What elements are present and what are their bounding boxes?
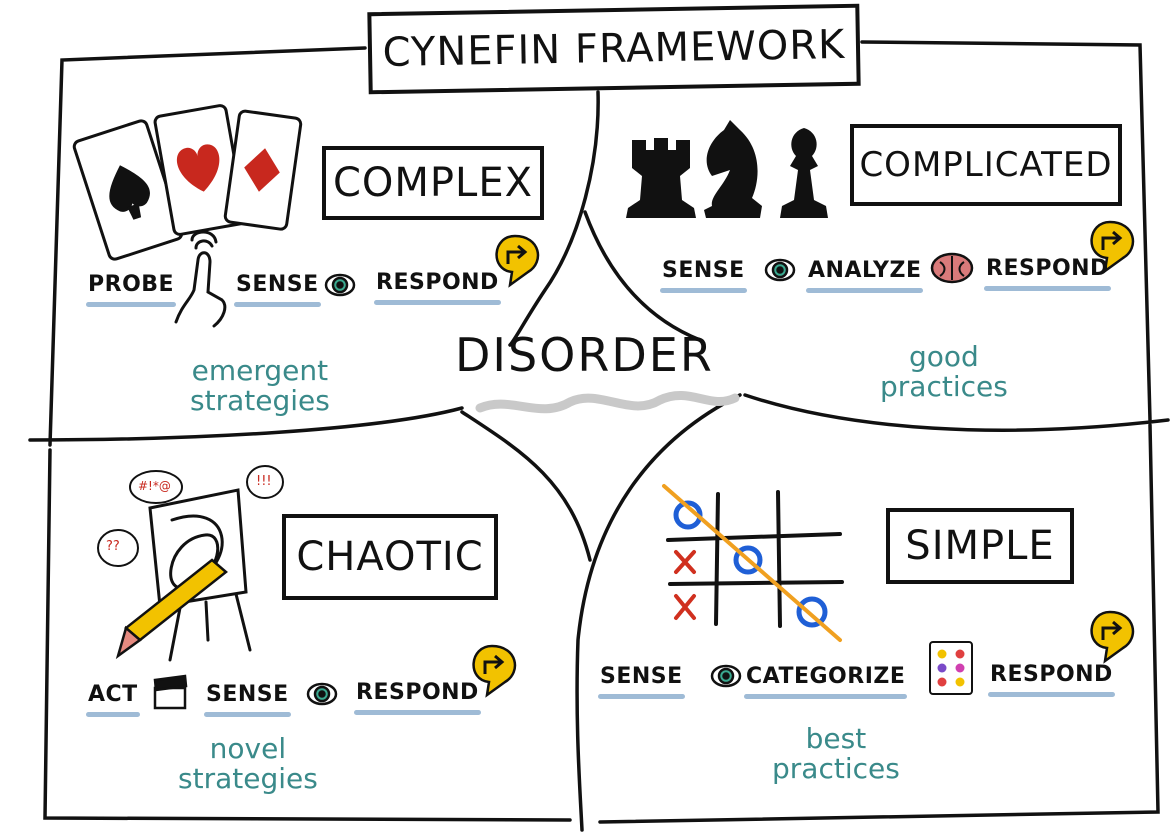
brain-icon bbox=[930, 252, 974, 284]
respond-arrow-icon bbox=[472, 644, 517, 698]
simple-title: SIMPLE bbox=[886, 508, 1074, 584]
disorder-label: DISORDER bbox=[455, 328, 714, 382]
simple-note: best practices bbox=[772, 722, 900, 785]
speech-bubble-text-3: ?? bbox=[106, 539, 120, 554]
color-palette-icon bbox=[929, 641, 973, 695]
speech-bubble-icons bbox=[97, 465, 284, 567]
playing-cards-icon bbox=[72, 104, 303, 261]
speech-bubble-text-2: !!! bbox=[256, 474, 272, 489]
complicated-note: good practices bbox=[880, 340, 1008, 403]
respond-arrow-icon bbox=[1090, 610, 1135, 664]
respond-arrow-icon bbox=[1090, 220, 1135, 274]
eye-icon bbox=[764, 258, 796, 282]
eye-icon bbox=[324, 273, 356, 297]
chaotic-easel-icon bbox=[148, 488, 252, 662]
chaotic-step-act: ACT bbox=[86, 682, 140, 717]
simple-step-respond: RESPOND bbox=[988, 662, 1115, 697]
pointing-finger-icon bbox=[174, 230, 227, 328]
divider-lines bbox=[28, 90, 1170, 832]
complex-step-probe: PROBE bbox=[86, 272, 177, 307]
complicated-step-analyze: ANALYZE bbox=[806, 258, 924, 293]
chaotic-step-sense: SENSE bbox=[204, 682, 291, 717]
respond-arrow-icon bbox=[495, 234, 540, 288]
chaotic-title: CHAOTIC bbox=[282, 514, 498, 600]
complex-step-respond: RESPOND bbox=[374, 270, 501, 305]
chess-pieces-icon bbox=[626, 120, 828, 218]
complicated-title: COMPLICATED bbox=[850, 124, 1122, 206]
speech-bubble-text-1: #!*@ bbox=[138, 479, 171, 493]
simple-step-sense: SENSE bbox=[598, 664, 685, 699]
pencil-icon bbox=[115, 558, 228, 660]
eye-icon bbox=[710, 664, 742, 688]
outer-frame bbox=[43, 40, 1160, 824]
page-title: CYNEFIN FRAMEWORK bbox=[367, 3, 861, 95]
complicated-step-respond: RESPOND bbox=[984, 256, 1111, 291]
eye-icon bbox=[306, 682, 338, 706]
clapperboard-icon bbox=[153, 674, 188, 710]
tic-tac-toe-icon bbox=[662, 484, 844, 642]
chaotic-note: novel strategies bbox=[178, 732, 318, 795]
complex-note: emergent strategies bbox=[190, 354, 330, 417]
disorder-smudge bbox=[475, 391, 740, 414]
chaotic-step-respond: RESPOND bbox=[354, 680, 481, 715]
complicated-step-sense: SENSE bbox=[660, 258, 747, 293]
simple-step-categorize: CATEGORIZE bbox=[744, 664, 908, 699]
complex-title: COMPLEX bbox=[322, 146, 544, 220]
complex-step-sense: SENSE bbox=[234, 272, 321, 307]
